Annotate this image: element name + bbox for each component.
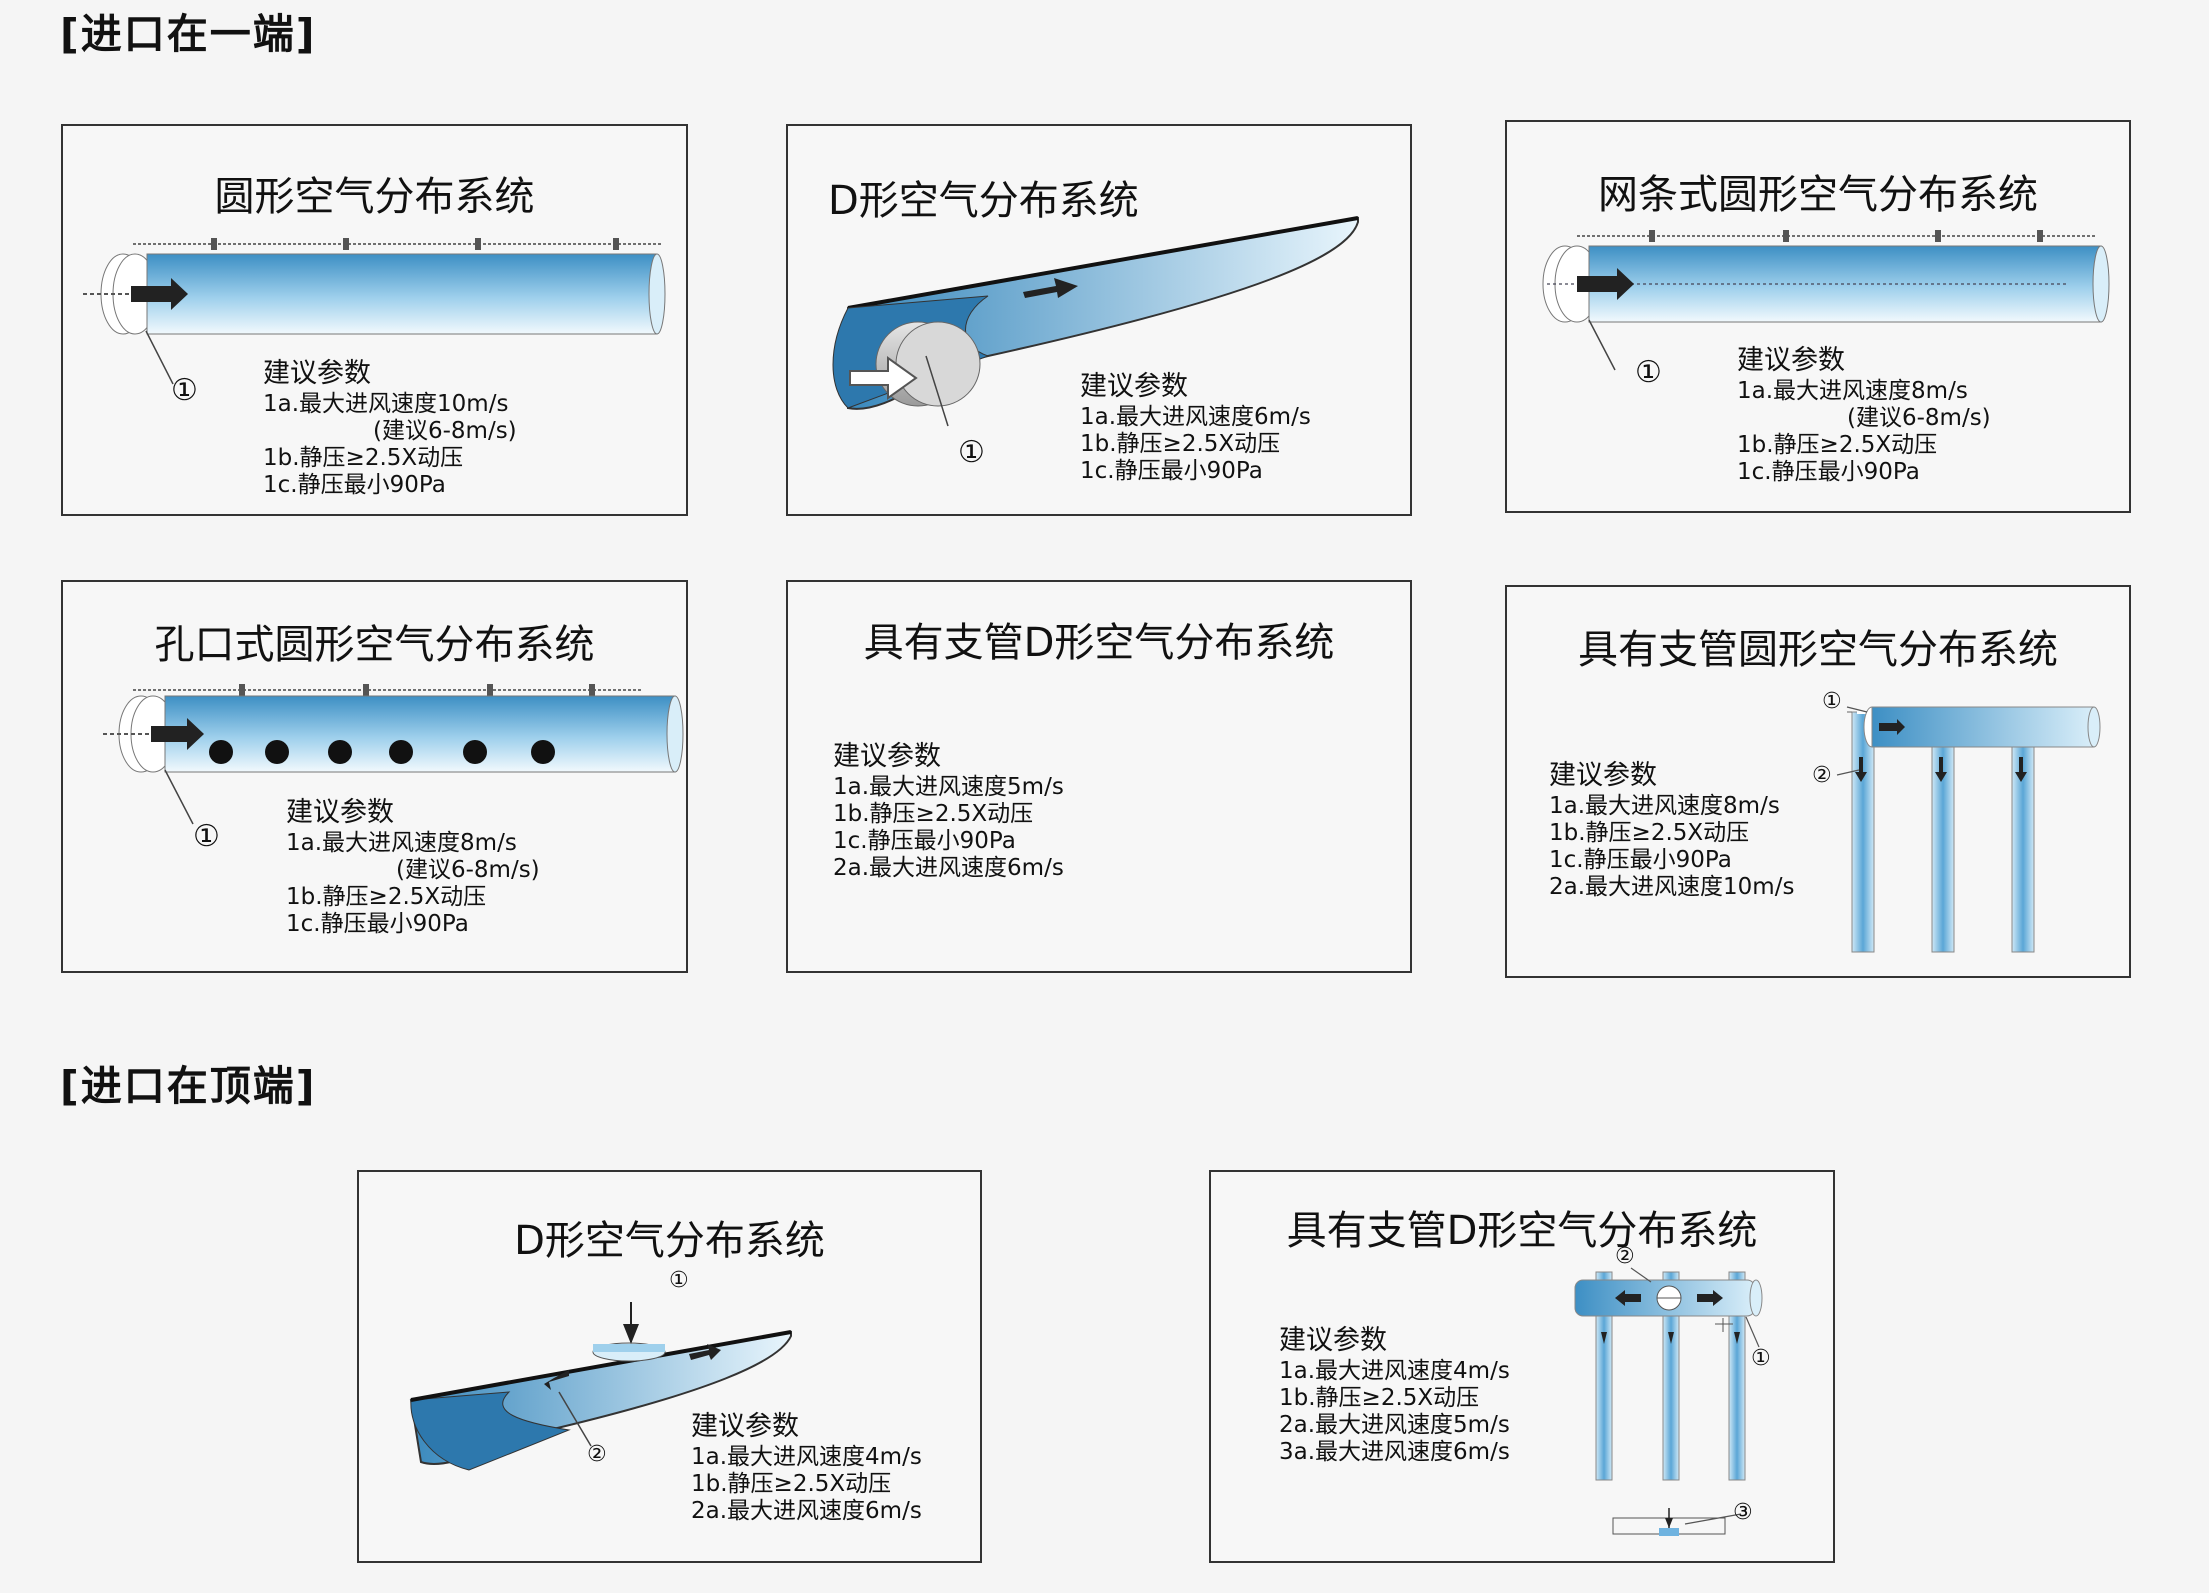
param-line: 1a.最大进风速度8m/s <box>1549 793 1780 819</box>
panel-title: 圆形空气分布系统 <box>214 174 535 220</box>
callout-1: ① <box>171 373 198 408</box>
param-line: 1a.最大进风速度4m/s <box>691 1444 922 1470</box>
param-line: 1b.静压≥2.5X动压 <box>263 445 464 471</box>
params-heading: 建议参数 <box>263 358 371 389</box>
top-d-duct-figure <box>409 1302 792 1471</box>
callout-1: ① <box>958 435 985 470</box>
param-line: 1a.最大进风速度8m/s <box>286 830 517 856</box>
callout-2: ② <box>1615 1244 1635 1269</box>
params-block: 建议参数 1a.最大进风速度8m/s (建议6-8m/s) 1b.静压≥2.5X… <box>286 796 540 938</box>
params-heading: 建议参数 <box>691 1411 799 1442</box>
params-block: 建议参数 1a.最大进风速度5m/s 1b.静压≥2.5X动压 1c.静压最小9… <box>833 740 1064 882</box>
param-line: 1c.静压最小90Pa <box>833 828 1016 854</box>
panel-d-system: D形空气分布系统 ① 建议参数 1a.最大进风速度6m/s 1b.静压≥2.5X… <box>786 124 1412 516</box>
branch-round-figure <box>1836 706 2101 953</box>
panel-title: 具有支管圆形空气分布系统 <box>1578 627 2058 673</box>
callout-1: ① <box>669 1268 689 1293</box>
callout-1: ① <box>1822 689 1842 714</box>
top-branch-d-figure <box>1574 1267 1763 1536</box>
section-heading-end-inlet: [进口在一端] <box>60 10 317 58</box>
panel-title: 具有支管D形空气分布系统 <box>1286 1208 1758 1254</box>
param-line: 1a.最大进风速度4m/s <box>1279 1358 1510 1384</box>
panel-top-branch-d-system: 具有支管D形空气分布系统 ② ① ③ 建议参数 1a.最大进风速度4m/s 1b… <box>1209 1170 1835 1563</box>
params-block: 建议参数 1a.最大进风速度6m/s 1b.静压≥2.5X动压 1c.静压最小9… <box>1080 370 1311 485</box>
panel-branch-d-system: 具有支管D形空气分布系统 建议参数 1a.最大进风速度5m/s 1b.静压≥2.… <box>786 580 1412 973</box>
d-duct-figure <box>832 216 1359 427</box>
panel-branch-round-system: 具有支管圆形空气分布系统 ① ② 建议参数 1a.最大进风速度8m/s 1b.静… <box>1505 585 2131 978</box>
panel-top-d-system: D形空气分布系统 ① ② 建议参数 1a.最大进风速度4m/s 1b.静压≥2.… <box>357 1170 982 1563</box>
callout-1: ① <box>1635 355 1662 390</box>
panel-title: 孔口式圆形空气分布系统 <box>154 622 595 668</box>
param-line: 2a.最大进风速度6m/s <box>691 1498 922 1524</box>
param-line: (建议6-8m/s) <box>396 857 540 883</box>
params-heading: 建议参数 <box>833 741 941 772</box>
param-line: 1b.静压≥2.5X动压 <box>833 801 1034 827</box>
param-line: 1b.静压≥2.5X动压 <box>1279 1385 1480 1411</box>
round-duct-figure <box>83 238 666 385</box>
param-line: 1c.静压最小90Pa <box>286 911 469 937</box>
panel-title: D形空气分布系统 <box>828 178 1139 224</box>
param-line: 1b.静压≥2.5X动压 <box>1080 431 1281 457</box>
params-heading: 建议参数 <box>1737 345 1845 376</box>
callout-1: ① <box>1751 1346 1771 1371</box>
param-line: 1c.静压最小90Pa <box>263 472 446 498</box>
mesh-duct-figure <box>1542 230 2110 371</box>
param-line: 1b.静压≥2.5X动压 <box>1737 432 1938 458</box>
params-block: 建议参数 1a.最大进风速度8m/s 1b.静压≥2.5X动压 1c.静压最小9… <box>1549 759 1794 901</box>
panel-title: D形空气分布系统 <box>514 1218 825 1264</box>
panel-round-system: 圆形空气分布系统 ① 建议参数 1a.最大进风速度10m/s (建议6-8m/s… <box>61 124 688 516</box>
params-block: 建议参数 1a.最大进风速度4m/s 1b.静压≥2.5X动压 2a.最大进风速… <box>691 1410 922 1525</box>
param-line: 1b.静压≥2.5X动压 <box>286 884 487 910</box>
params-block: 建议参数 1a.最大进风速度4m/s 1b.静压≥2.5X动压 2a.最大进风速… <box>1279 1324 1510 1466</box>
param-line: 3a.最大进风速度6m/s <box>1279 1439 1510 1465</box>
panel-mesh-round-system: 网条式圆形空气分布系统 ① 建议参数 1a.最大进风速度8m/s (建议6-8m… <box>1505 120 2131 513</box>
param-line: 2a.最大进风速度10m/s <box>1549 874 1795 900</box>
callout-1: ① <box>193 819 220 854</box>
params-heading: 建议参数 <box>1549 760 1657 791</box>
callout-2: ② <box>1812 763 1832 788</box>
panel-title: 网条式圆形空气分布系统 <box>1598 172 2038 218</box>
param-line: 1c.静压最小90Pa <box>1080 458 1263 484</box>
param-line: 1b.静压≥2.5X动压 <box>691 1471 892 1497</box>
param-line: 1a.最大进风速度6m/s <box>1080 404 1311 430</box>
param-line: 1a.最大进风速度5m/s <box>833 774 1064 800</box>
panel-title: 具有支管D形空气分布系统 <box>863 620 1335 666</box>
param-line: 1a.最大进风速度8m/s <box>1737 378 1968 404</box>
params-block: 建议参数 1a.最大进风速度8m/s (建议6-8m/s) 1b.静压≥2.5X… <box>1737 344 1991 486</box>
param-line: 1c.静压最小90Pa <box>1549 847 1732 873</box>
section-heading-top-inlet: [进口在顶端] <box>60 1062 317 1110</box>
param-line: (建议6-8m/s) <box>373 418 517 444</box>
param-line: (建议6-8m/s) <box>1847 405 1991 431</box>
params-heading: 建议参数 <box>1279 1325 1387 1356</box>
param-line: 1b.静压≥2.5X动压 <box>1549 820 1750 846</box>
params-heading: 建议参数 <box>286 797 394 828</box>
orifice-duct-figure <box>103 684 684 825</box>
params-heading: 建议参数 <box>1080 371 1188 402</box>
panel-orifice-round-system: 孔口式圆形空气分布系统 ① 建议参数 1a.最大进风速度8m/s (建议6-8m… <box>61 580 688 973</box>
param-line: 2a.最大进风速度5m/s <box>1279 1412 1510 1438</box>
param-line: 1c.静压最小90Pa <box>1737 459 1920 485</box>
callout-2: ② <box>587 1442 607 1467</box>
params-block: 建议参数 1a.最大进风速度10m/s (建议6-8m/s) 1b.静压≥2.5… <box>263 357 517 499</box>
callout-3: ③ <box>1733 1500 1753 1525</box>
param-line: 2a.最大进风速度6m/s <box>833 855 1064 881</box>
param-line: 1a.最大进风速度10m/s <box>263 391 509 417</box>
